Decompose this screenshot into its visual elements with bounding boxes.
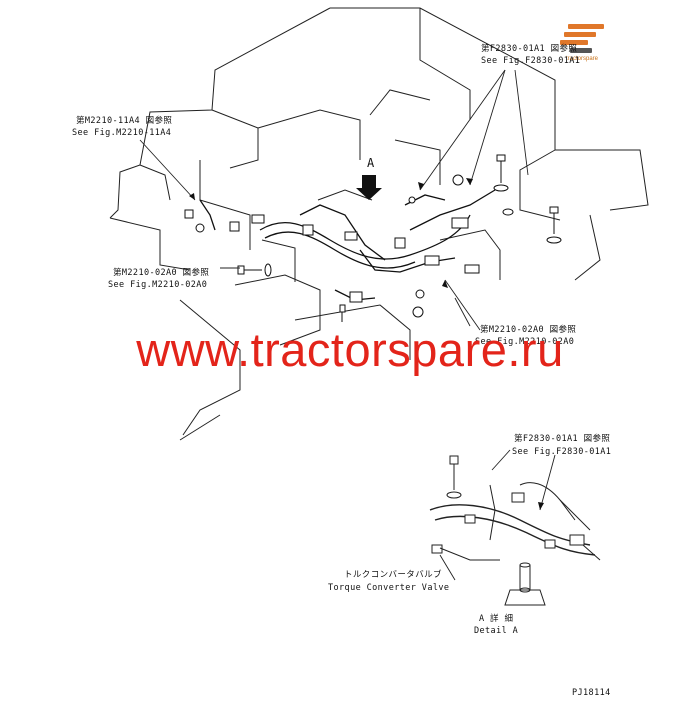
ref-top-left-en: See Fig.M2210-11A4	[72, 128, 172, 138]
frame-edge-lower	[179, 414, 221, 441]
drawing-number: PJ18114	[572, 688, 611, 698]
company-logo	[560, 20, 616, 64]
connectors-and-clamps	[184, 174, 480, 318]
machine-frame-outline	[109, 7, 649, 436]
ref-mid-right-jp: 第M2210-02A0 図参照	[480, 325, 577, 335]
leader-lines	[139, 69, 556, 581]
ref-mid-left-en: See Fig.M2210-02A0	[108, 280, 208, 290]
detail-a-label-jp: A 詳 細	[479, 614, 514, 624]
ref-mid-right-en: See Fig.M2210-02A0	[475, 337, 575, 347]
detail-a-drawing	[429, 455, 601, 606]
bolts-top-right	[493, 154, 562, 244]
watermark-text: www.tractorspare.ru	[136, 323, 564, 376]
valve-label-jp: トルクコンバータバルブ	[344, 570, 442, 580]
ref-top-right-jp: 第F2830-01A1 図参照	[481, 44, 578, 54]
ref-mid-left-jp: 第M2210-02A0 図参照	[113, 268, 210, 278]
logo-caption: tractorspare	[566, 56, 599, 62]
bolt-mid-left	[237, 263, 346, 322]
valve-label-en: Torque Converter Valve	[328, 583, 450, 593]
ref-top-right-en: See Fig.F2830-01A1	[481, 56, 581, 66]
view-a-label: A	[367, 156, 375, 170]
ref-top-left-jp: 第M2210-11A4 図参照	[76, 116, 173, 126]
view-arrow-a	[356, 175, 382, 200]
ref-bottom-right-en: See Fig.F2830-01A1	[512, 447, 612, 457]
ref-bottom-right-jp: 第F2830-01A1 図参照	[514, 434, 611, 444]
leader-arrowheads	[189, 178, 544, 510]
detail-a-label-en: Detail A	[474, 626, 519, 636]
